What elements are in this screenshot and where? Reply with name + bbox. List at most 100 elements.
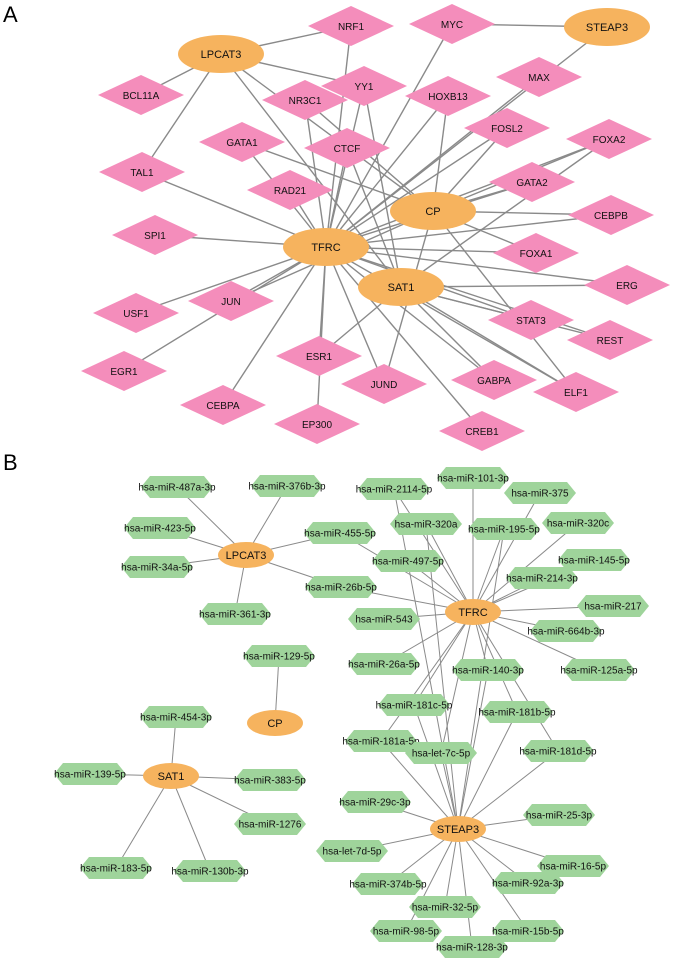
gene-ellipse — [247, 710, 303, 736]
tf-label: TAL1 — [130, 168, 154, 179]
mirna-hexagon — [345, 730, 417, 752]
mirna-hexagon — [558, 549, 630, 571]
mirna-node-hsa-mir-181b-5p: hsa-miR-181b-5p — [478, 701, 556, 723]
mirna-label: hsa-miR-454-3p — [140, 713, 212, 724]
mirna-node-hsa-mir-543: hsa-miR-543 — [348, 608, 420, 630]
mirna-label: hsa-miR-139-5p — [54, 770, 126, 781]
gene-node-b-sat1: SAT1 — [143, 763, 199, 789]
tf-label: GATA2 — [516, 178, 548, 189]
mirna-node-hsa-mir-383-5p: hsa-miR-383-5p — [234, 769, 306, 791]
edge-tfrc-hsa-mir-181d-5p — [472, 611, 559, 752]
mirna-label: hsa-miR-26a-5p — [348, 660, 420, 671]
tf-node-spi1: SPI1 — [112, 215, 198, 255]
tf-label: USF1 — [123, 309, 149, 320]
mirna-label: hsa-miR-2114-5p — [356, 485, 433, 496]
tf-diamond — [81, 351, 167, 391]
mirna-label: hsa-miR-130b-3p — [171, 867, 249, 878]
gene-node-cp: CP — [390, 192, 476, 230]
tf-diamond — [276, 336, 362, 376]
mirna-node-hsa-mir-195-5p: hsa-miR-195-5p — [468, 518, 540, 540]
mirna-node-hsa-mir-32-5p: hsa-miR-32-5p — [409, 896, 481, 918]
tf-diamond — [321, 66, 407, 106]
mirna-label: hsa-miR-92a-3p — [492, 879, 564, 890]
tf-node-hoxb13: HOXB13 — [405, 76, 491, 116]
mirna-hexagon — [390, 513, 462, 535]
mirna-label: hsa-miR-497-5p — [372, 557, 444, 568]
tf-node-egr1: EGR1 — [81, 351, 167, 391]
tf-label: FOSL2 — [491, 124, 523, 135]
tf-label: EP300 — [302, 420, 332, 431]
tf-node-erg: ERG — [584, 265, 670, 305]
tf-node-max: MAX — [496, 57, 582, 97]
gene-ellipse — [445, 599, 501, 625]
mirna-label: hsa-miR-125a-5p — [560, 666, 638, 677]
tf-node-stat3: STAT3 — [488, 300, 574, 340]
tf-diamond — [112, 215, 198, 255]
mirna-hexagon — [234, 769, 306, 791]
mirna-node-hsa-mir-139-5p: hsa-miR-139-5p — [54, 763, 126, 785]
edge-tfrc-elf1 — [325, 246, 577, 393]
tf-node-jun: JUN — [188, 281, 274, 321]
mirna-label: hsa-miR-543 — [355, 615, 413, 626]
tf-diamond — [304, 128, 390, 168]
tf-node-creb1: CREB1 — [439, 411, 525, 451]
edge-steap3-hsa-mir-181d-5p — [457, 750, 559, 830]
tf-diamond — [199, 122, 285, 162]
mirna-node-hsa-mir-26b-5p: hsa-miR-26b-5p — [305, 576, 377, 598]
tf-label: HOXB13 — [428, 92, 468, 103]
tf-diamond — [566, 119, 652, 159]
tf-node-usf1: USF1 — [93, 293, 179, 333]
tf-diamond — [493, 233, 579, 273]
tf-node-myc: MYC — [409, 4, 495, 44]
tf-label: REST — [597, 336, 624, 347]
tf-node-ctcf: CTCF — [304, 128, 390, 168]
gene-node-b-tfrc: TFRC — [445, 599, 501, 625]
mirna-label: hsa-miR-361-3p — [199, 610, 271, 621]
edge-cp-elf1 — [432, 210, 577, 393]
mirna-label: hsa-let-7d-5p — [323, 847, 382, 858]
mirna-node-hsa-mir-130b-3p: hsa-miR-130b-3p — [171, 860, 249, 882]
gene-ellipse — [178, 35, 264, 73]
gene-label: LPCAT3 — [201, 49, 242, 61]
mirna-hexagon — [372, 550, 444, 572]
mirna-label: hsa-miR-183-5p — [80, 864, 152, 875]
tf-label: BCL11A — [123, 91, 160, 102]
edge-tfrc-foxa2 — [325, 138, 610, 248]
mirna-hexagon — [251, 475, 323, 497]
mirna-hexagon — [54, 763, 126, 785]
gene-label: SAT1 — [388, 282, 415, 294]
mirna-hexagon — [492, 872, 564, 894]
tf-node-rest: REST — [567, 320, 653, 360]
gene-ellipse — [564, 8, 650, 46]
mirna-label: hsa-miR-320c — [547, 519, 609, 530]
edge-tfrc-fosl2 — [325, 127, 508, 248]
mirna-label: hsa-miR-32-5p — [412, 903, 479, 914]
edge-tfrc-myc — [325, 23, 453, 248]
mirna-node-hsa-mir-376b-3p: hsa-miR-376b-3p — [248, 475, 326, 497]
tf-node-ep300: EP300 — [274, 404, 360, 444]
mirna-hexagon — [530, 620, 602, 642]
edge-steap3-hsa-mir-15b-5p — [457, 828, 529, 932]
gene-ellipse — [218, 542, 274, 568]
mirna-hexagon — [468, 518, 540, 540]
tf-node-foxa1: FOXA1 — [493, 233, 579, 273]
tf-diamond — [489, 162, 575, 202]
mirna-hexagon — [370, 920, 442, 942]
tf-node-nrf1: NRF1 — [308, 6, 394, 46]
gene-label: CP — [425, 206, 440, 218]
mirna-hexagon — [348, 653, 420, 675]
tf-node-gata1: GATA1 — [199, 122, 285, 162]
mirna-node-hsa-mir-34a-5p: hsa-miR-34a-5p — [121, 556, 193, 578]
gene-ellipse — [430, 816, 486, 842]
mirna-label: hsa-miR-34a-5p — [121, 563, 193, 574]
mirna-label: hsa-miR-214-3p — [506, 574, 578, 585]
mirna-node-hsa-mir-2114-5p: hsa-miR-2114-5p — [356, 478, 433, 500]
gene-node-b-cp: CP — [247, 710, 303, 736]
mirna-node-hsa-mir-455-5p: hsa-miR-455-5p — [304, 522, 376, 544]
mirna-label: hsa-miR-129-5p — [243, 652, 315, 663]
mirna-hexagon — [504, 482, 576, 504]
tf-label: CEBPA — [206, 401, 239, 412]
edge-lpcat3-tal1 — [141, 53, 222, 173]
tf-diamond — [568, 195, 654, 235]
